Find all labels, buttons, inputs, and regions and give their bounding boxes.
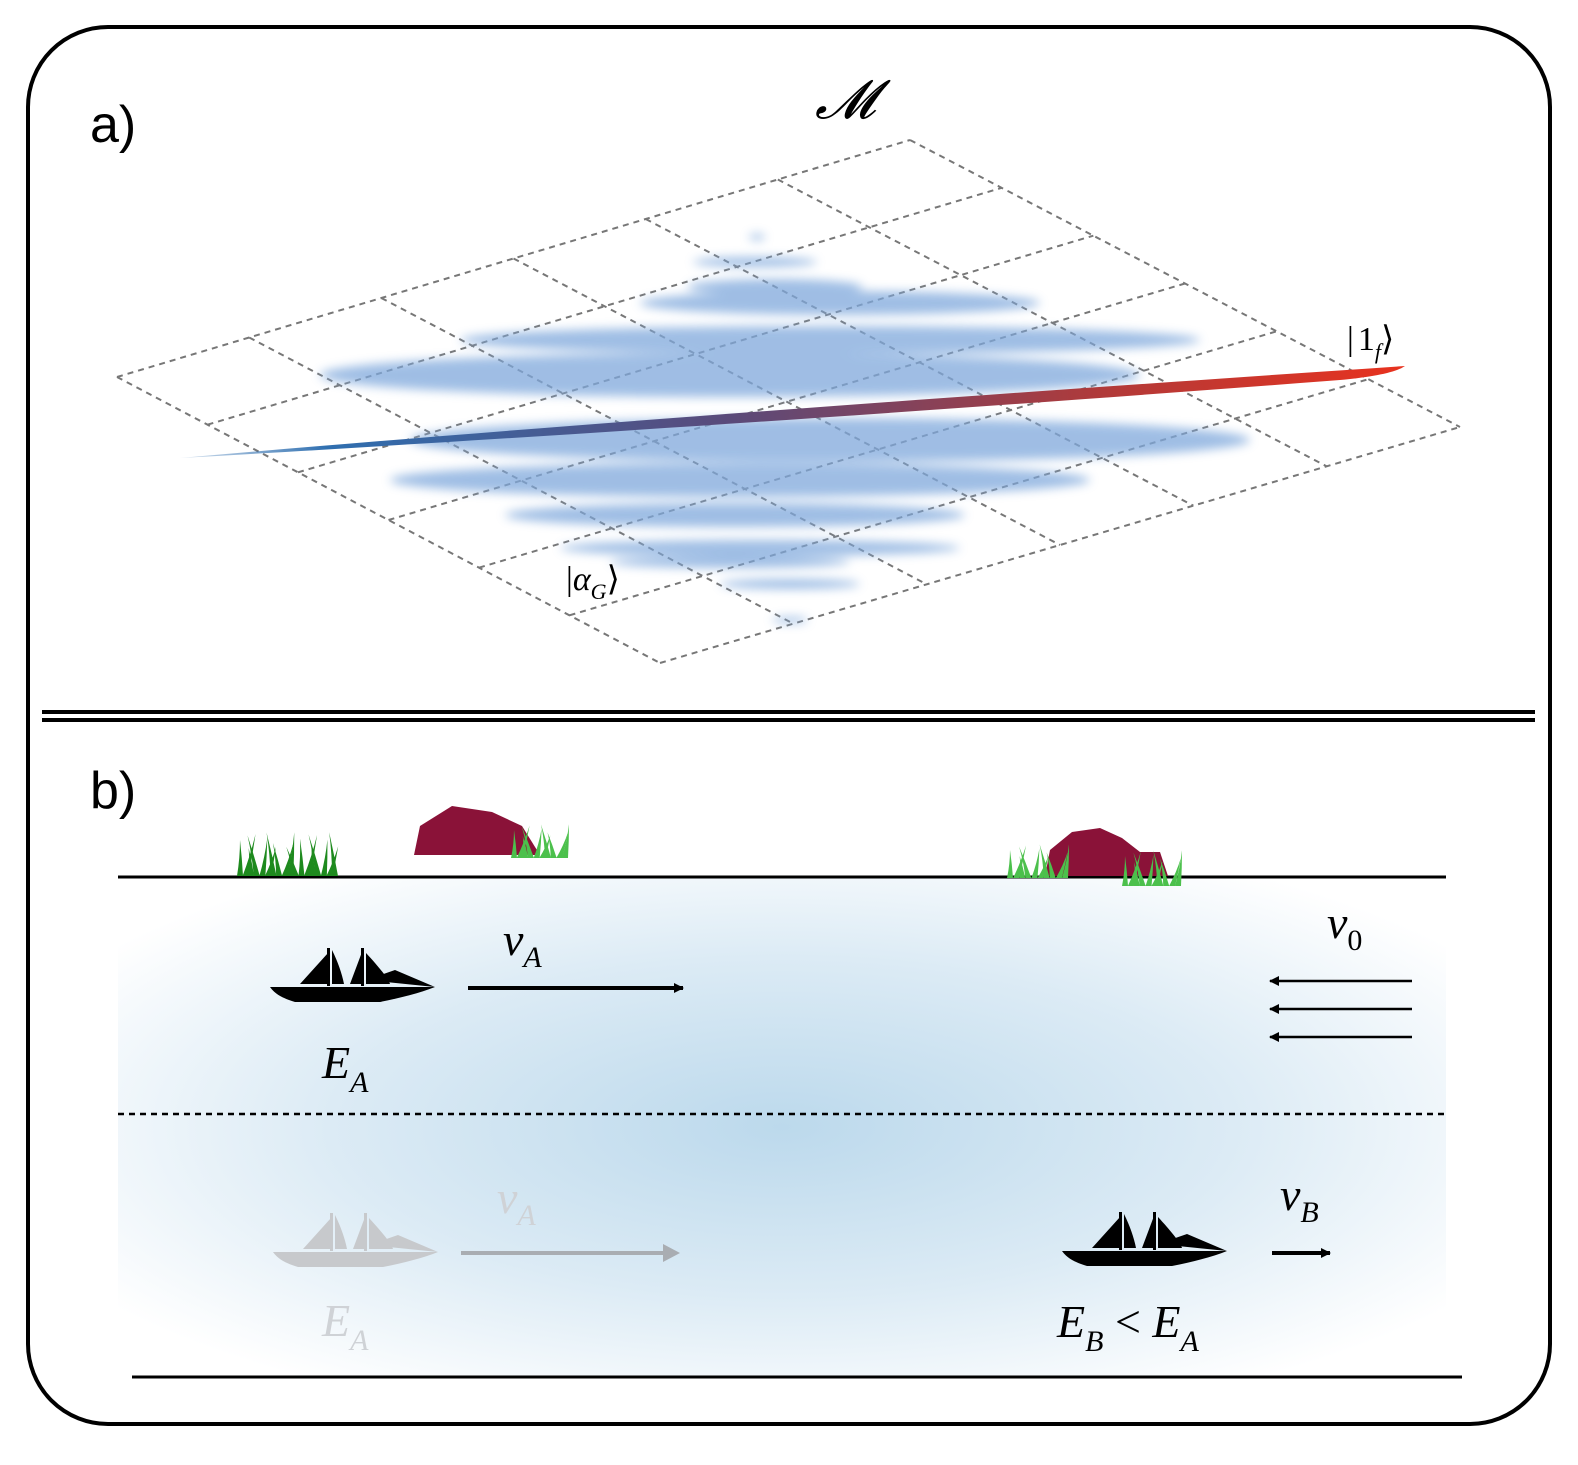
label-va: vA	[503, 914, 542, 974]
probability-ellipses	[320, 234, 1250, 623]
probability-ellipse	[772, 617, 808, 623]
probability-ellipse	[320, 353, 1140, 397]
grass-blade	[1169, 858, 1181, 886]
grass-blade	[308, 834, 322, 876]
probability-ellipse	[749, 234, 765, 240]
probability-ellipse	[720, 579, 860, 589]
grass-blade	[304, 835, 318, 876]
grass-blade	[521, 826, 534, 858]
grass-blade	[556, 832, 568, 858]
grass-blade	[1019, 846, 1032, 878]
panel-b-label: b)	[90, 762, 136, 820]
current-arrows	[1269, 976, 1412, 1042]
manifold-symbol: 𝓜	[815, 70, 891, 130]
outer-frame	[26, 25, 1552, 1426]
ship-b	[1062, 1212, 1227, 1266]
grass-blade	[1133, 852, 1146, 886]
grass-blade	[298, 838, 305, 876]
grass-blade	[247, 835, 260, 876]
grass-blade	[1127, 851, 1141, 886]
probability-ellipse	[610, 556, 850, 568]
grass-blade	[1031, 848, 1040, 878]
grass-blade	[1055, 852, 1068, 878]
label-v0: v0	[1327, 897, 1362, 957]
grass-blade	[1151, 861, 1163, 886]
grass-blade	[522, 835, 529, 858]
grass-blade	[309, 847, 316, 876]
grass-blade	[1153, 850, 1164, 886]
probability-ellipse	[687, 279, 863, 295]
label-vb: vB	[1280, 1169, 1319, 1229]
grass-tuft-3	[1007, 844, 1069, 878]
grid-line	[909, 139, 1461, 428]
probability-ellipse	[640, 291, 1040, 315]
grass-blade	[272, 843, 283, 876]
label-ea-ghost: EA	[321, 1295, 369, 1357]
state-beam	[180, 366, 1405, 458]
grass-blade	[1062, 844, 1069, 878]
grass-tuft-1	[237, 832, 339, 876]
grass-blade	[248, 847, 255, 876]
grid-line	[380, 297, 928, 586]
grass-blade	[1145, 854, 1154, 886]
grass-blade	[533, 828, 542, 858]
ship-a-ghost	[273, 1213, 438, 1267]
panel-a: a) 𝓜 |αG⟩ |1f⟩	[90, 70, 1461, 664]
grass-blade	[1122, 856, 1128, 886]
rock-1	[414, 806, 540, 855]
grid-line	[777, 178, 1328, 468]
arrow-va-ghost	[461, 1244, 680, 1262]
probability-ellipse	[390, 463, 1090, 497]
ket-one-f: |1f⟩	[1347, 321, 1394, 364]
grid-line	[569, 378, 1369, 617]
grass-blade	[547, 832, 557, 858]
ket-alpha-g: |αG⟩	[566, 561, 620, 604]
probability-ellipse	[505, 503, 965, 527]
grass-blade	[259, 838, 268, 876]
grass-blade	[562, 824, 569, 858]
probability-ellipse	[410, 418, 1250, 462]
panel-a-label: a)	[90, 96, 136, 154]
grass-blade	[1019, 855, 1026, 878]
label-va-ghost: vA	[497, 1172, 536, 1232]
grass-blade	[1175, 850, 1182, 886]
panel-b: b) vA EA v0	[90, 762, 1462, 1379]
grass-blade	[1160, 858, 1170, 886]
ship-a	[270, 948, 435, 1002]
grid-line	[513, 257, 1061, 546]
panel-divider	[42, 710, 1535, 722]
river-water	[118, 878, 1446, 1376]
grass-tuft-2	[511, 824, 569, 858]
grass-blade	[1037, 855, 1049, 878]
grass-blade	[1007, 850, 1013, 878]
grid-line	[659, 426, 1461, 664]
grid-line	[248, 336, 794, 625]
grass-blade	[541, 824, 551, 858]
grass-blade	[1046, 852, 1056, 878]
grass-blade	[1013, 845, 1027, 878]
grass-blade	[511, 830, 517, 858]
grass-blade	[266, 832, 277, 876]
grass-blade	[237, 840, 243, 876]
grass-blade	[286, 846, 299, 876]
label-eb-lt-ea: EB < EA	[1056, 1296, 1200, 1358]
label-ea: EA	[321, 1037, 369, 1099]
grass-tuft-4	[1122, 850, 1182, 886]
probability-ellipse	[460, 326, 1200, 354]
probability-ellipse	[693, 257, 817, 267]
grass-blade	[320, 839, 328, 876]
grass-blade	[1039, 844, 1050, 878]
grass-blade	[281, 843, 294, 876]
grass-blade	[1133, 861, 1140, 886]
probability-ellipse	[560, 540, 960, 556]
grass-blade	[329, 832, 338, 876]
